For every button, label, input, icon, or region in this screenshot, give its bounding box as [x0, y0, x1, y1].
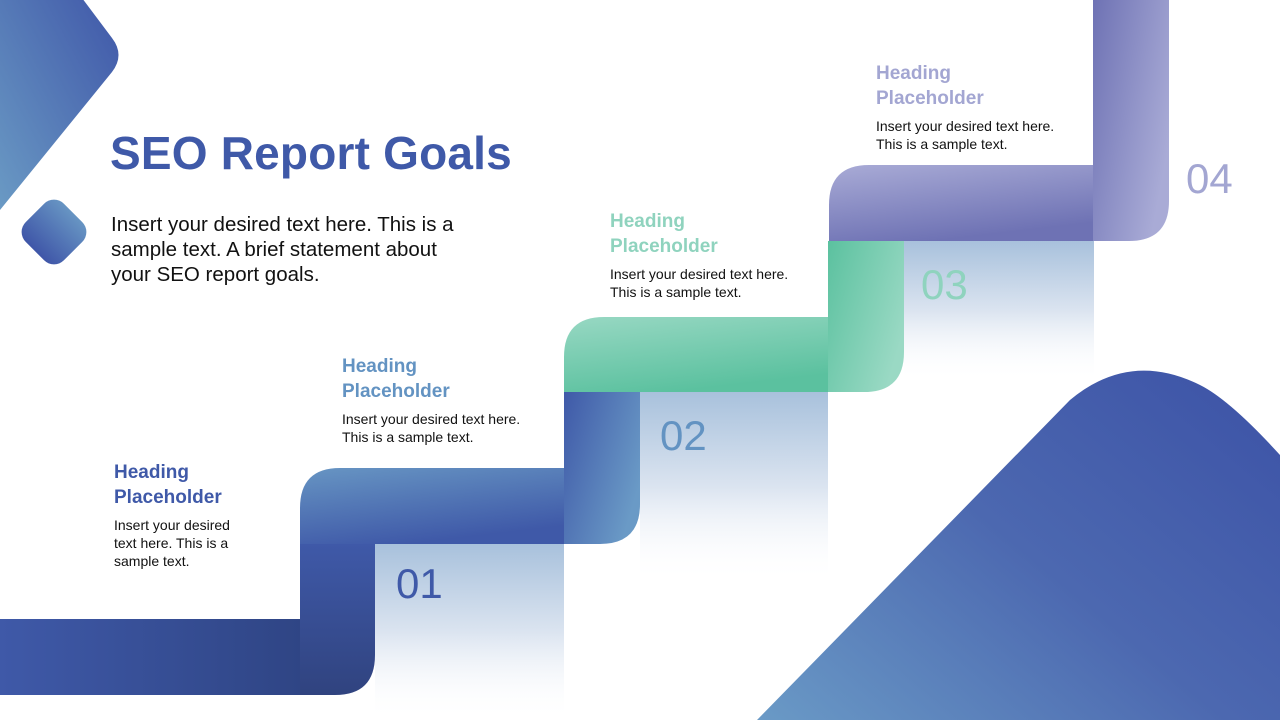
step-2-heading: Heading Placeholder [342, 356, 450, 402]
step-3-heading: Heading Placeholder [610, 211, 718, 257]
step-1-text: Heading Placeholder Insert your desired … [114, 460, 254, 570]
step-1-heading: Heading Placeholder [114, 462, 222, 508]
slide-title: SEO Report Goals [110, 127, 512, 179]
step-4-body: Insert your desired text here. This is a… [876, 118, 1055, 152]
step-2-number: 02 [660, 412, 707, 459]
step-3-body: Insert your desired text here. This is a… [610, 266, 789, 300]
step-1-number: 01 [396, 560, 443, 607]
corner-diamond-top-left [0, 0, 119, 210]
step-3-number: 03 [921, 261, 968, 308]
step-2-body: Insert your desired text here. This is a… [342, 411, 521, 445]
step-4-number: 04 [1186, 155, 1233, 202]
step-4-text: Heading Placeholder Insert your desired … [876, 61, 1076, 153]
corner-shape-bottom-right [757, 370, 1280, 720]
step-4-heading: Heading Placeholder [876, 63, 984, 109]
step-3-text: Heading Placeholder Insert your desired … [610, 209, 810, 301]
bullet-diamond-icon [21, 199, 87, 265]
step-1-body: Insert your desired text here. This is a… [114, 517, 230, 569]
intro-text: Insert your desired text here. This is a… [111, 213, 454, 286]
step-2-text: Heading Placeholder Insert your desired … [342, 354, 542, 446]
